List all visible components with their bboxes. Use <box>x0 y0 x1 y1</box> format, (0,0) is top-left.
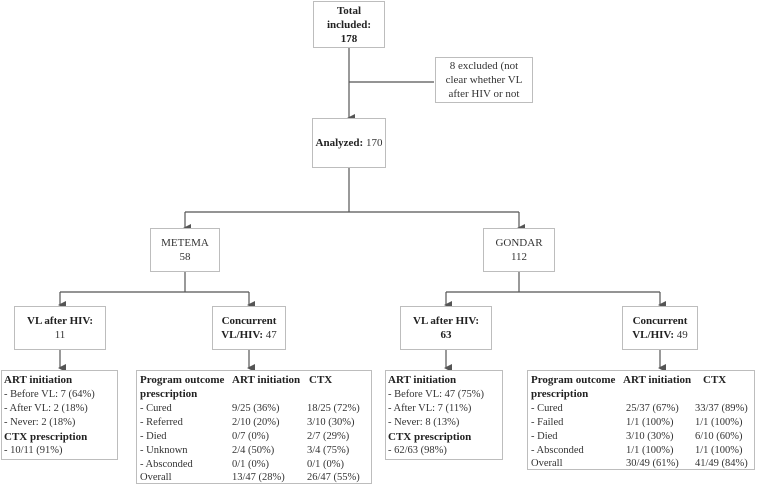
table-cell-outcome: - Died <box>140 431 167 442</box>
table-cell-outcome: Overall <box>140 472 172 483</box>
gondar-table-header-outcome: Program outcome <box>531 374 616 386</box>
gondar-art-item: - After VL: 7 (11%) <box>388 403 472 414</box>
gondar-concurrent-label1: Concurrent <box>632 315 688 327</box>
metema-vl-after-box: VL after HIV: 11 <box>14 306 106 350</box>
gondar-art-item: - Never: 8 (13%) <box>388 417 460 428</box>
gondar-concurrent-table: Program outcome prescription ART initiat… <box>527 370 755 470</box>
gondar-vl-after-value: 63 <box>440 329 452 341</box>
metema-art-title: ART initiation <box>4 374 73 386</box>
table-cell-art: 3/10 (30%) <box>626 431 674 442</box>
gondar-table-header-ctx: CTX <box>703 374 727 386</box>
gondar-count: 112 <box>510 251 528 263</box>
metema-table-header-outcome: Program outcome <box>140 374 225 386</box>
table-cell-ctx: 33/37 (89%) <box>695 403 748 414</box>
table-cell-art: 1/1 (100%) <box>626 417 674 428</box>
gondar-vl-after-label: VL after HIV: <box>413 315 479 327</box>
table-cell-ctx: 18/25 (72%) <box>307 403 360 414</box>
table-cell-art: 25/37 (67%) <box>626 403 679 414</box>
gondar-table-header-art: ART initiation <box>623 374 692 386</box>
gondar-concurrent-box: Concurrent VL/HIV: 49 <box>622 306 698 350</box>
metema-art-item: - Before VL: 7 (64%) <box>4 389 95 400</box>
total-box: Total included: 178 <box>313 1 385 48</box>
gondar-name: GONDAR <box>495 237 543 249</box>
table-cell-outcome: - Failed <box>531 417 564 428</box>
table-cell-art: 2/10 (20%) <box>232 417 280 428</box>
metema-ctx-item: - 10/11 (91%) <box>4 445 63 456</box>
total-label: Total included: <box>326 4 371 31</box>
metema-concurrent-label2: VL/HIV: <box>221 329 264 341</box>
metema-table-header-ctx: CTX <box>309 374 333 386</box>
table-cell-art: 13/47 (28%) <box>232 472 285 483</box>
metema-ctx-title: CTX prescription <box>4 431 88 443</box>
metema-vl-detail-box: ART initiation - Before VL: 7 (64%) - Af… <box>1 370 118 460</box>
table-cell-art: 9/25 (36%) <box>232 403 280 414</box>
metema-concurrent-value: 47 <box>265 329 277 341</box>
gondar-concurrent-value: 49 <box>676 329 688 341</box>
table-cell-outcome: - Died <box>531 431 558 442</box>
gondar-vl-after-box: VL after HIV: 63 <box>400 306 492 350</box>
table-cell-outcome: Overall <box>531 458 563 469</box>
metema-art-item: - After VL: 2 (18%) <box>4 403 88 414</box>
table-cell-ctx: 1/1 (100%) <box>695 445 743 456</box>
table-cell-outcome: - Cured <box>140 403 172 414</box>
table-cell-art: 2/4 (50%) <box>232 445 275 456</box>
excluded-text: 8 excluded (not clear whether VL after H… <box>445 60 523 100</box>
table-cell-ctx: 26/47 (55%) <box>307 472 360 483</box>
gondar-vl-detail-box: ART initiation - Before VL: 47 (75%) - A… <box>385 370 503 460</box>
analyzed-label: Analyzed: <box>315 137 364 149</box>
metema-table-header-art: ART initiation <box>232 374 301 386</box>
table-cell-outcome: - Absconded <box>531 445 584 456</box>
table-cell-art: 30/49 (61%) <box>626 458 679 469</box>
gondar-ctx-item: - 62/63 (98%) <box>388 445 447 456</box>
metema-vl-after-label: VL after HIV: <box>27 315 93 327</box>
analyzed-value: 170 <box>365 137 383 149</box>
table-cell-ctx: 0/1 (0%) <box>307 459 345 470</box>
table-cell-ctx: 3/10 (30%) <box>307 417 355 428</box>
table-cell-ctx: 6/10 (60%) <box>695 431 743 442</box>
metema-concurrent-table: Program outcome prescription ART initiat… <box>136 370 372 484</box>
total-value: 178 <box>340 32 358 45</box>
metema-count: 58 <box>179 251 191 263</box>
table-cell-outcome: - Unknown <box>140 445 188 456</box>
table-cell-ctx: 1/1 (100%) <box>695 417 743 428</box>
table-cell-art: 0/1 (0%) <box>232 459 270 470</box>
table-cell-art: 0/7 (0%) <box>232 431 270 442</box>
metema-box: METEMA 58 <box>150 228 220 272</box>
excluded-box: 8 excluded (not clear whether VL after H… <box>435 57 533 103</box>
gondar-art-title: ART initiation <box>388 374 457 386</box>
gondar-concurrent-label2: VL/HIV: <box>632 329 675 341</box>
table-cell-art: 1/1 (100%) <box>626 445 674 456</box>
table-cell-ctx: 3/4 (75%) <box>307 445 350 456</box>
gondar-box: GONDAR 112 <box>483 228 555 272</box>
gondar-table-header-outcome-2: prescription <box>531 388 589 400</box>
table-cell-ctx: 2/7 (29%) <box>307 431 350 442</box>
metema-art-item: - Never: 2 (18%) <box>4 417 76 428</box>
analyzed-box: Analyzed: 170 <box>312 118 386 168</box>
gondar-art-item: - Before VL: 47 (75%) <box>388 389 485 400</box>
metema-concurrent-box: Concurrent VL/HIV: 47 <box>212 306 286 350</box>
table-cell-outcome: - Cured <box>531 403 563 414</box>
table-cell-outcome: - Referred <box>140 417 183 428</box>
metema-table-header-outcome-2: prescription <box>140 388 198 400</box>
table-cell-ctx: 41/49 (84%) <box>695 458 748 469</box>
metema-vl-after-value: 11 <box>54 329 66 341</box>
metema-concurrent-label1: Concurrent <box>221 315 277 327</box>
table-cell-outcome: - Absconded <box>140 459 193 470</box>
metema-name: METEMA <box>161 237 209 249</box>
gondar-ctx-title: CTX prescription <box>388 431 472 443</box>
